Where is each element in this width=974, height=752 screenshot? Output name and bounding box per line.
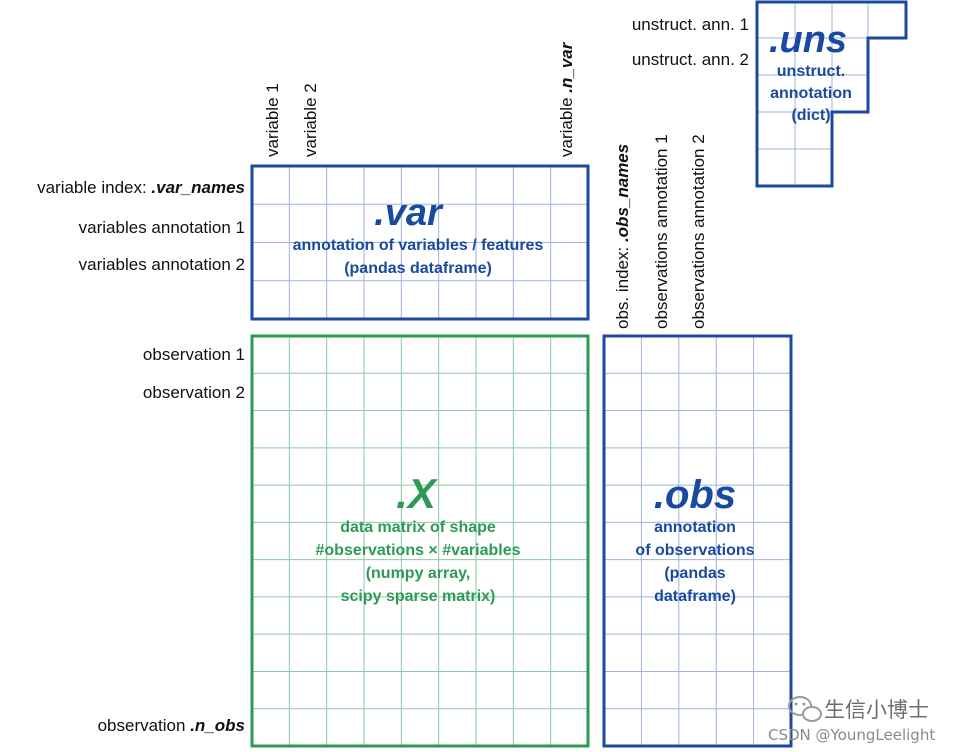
var-box bbox=[250, 164, 590, 321]
x-row-label-n: observation .n_obs bbox=[98, 716, 245, 735]
uns-row-label-2: unstruct. ann. 2 bbox=[632, 50, 749, 69]
obs-desc-4: dataframe) bbox=[654, 588, 736, 605]
obs-col-label-2: observations annotation 2 bbox=[689, 134, 708, 329]
obs-desc-3: (pandas bbox=[664, 565, 725, 582]
var-col-label-n: variable .n_var bbox=[557, 41, 576, 157]
obs-grid bbox=[604, 336, 791, 746]
x-desc-1: data matrix of shape bbox=[340, 519, 496, 536]
obs-desc-2: of observations bbox=[635, 542, 754, 559]
uns-desc-3: (dict) bbox=[791, 107, 830, 124]
var-col-label-2: variable 2 bbox=[301, 83, 320, 157]
uns-box bbox=[755, 0, 908, 188]
var-col-label-1: variable 1 bbox=[263, 83, 282, 157]
var-grid bbox=[252, 166, 588, 319]
wechat-icon bbox=[788, 696, 822, 722]
x-grid bbox=[252, 336, 588, 746]
x-desc-2: #observations × #variables bbox=[316, 542, 521, 559]
watermark-brand: 生信小博士 bbox=[824, 698, 929, 722]
var-desc-2: (pandas dataframe) bbox=[344, 260, 492, 277]
obs-desc-1: annotation bbox=[654, 519, 736, 536]
var-row-label-2: variables annotation 2 bbox=[79, 255, 245, 274]
uns-row-label-1: unstruct. ann. 1 bbox=[632, 15, 749, 34]
watermark-credit: CSDN @YoungLeelight bbox=[768, 726, 935, 744]
x-title: .X bbox=[396, 470, 439, 517]
x-row-label-2: observation 2 bbox=[143, 383, 245, 402]
obs-index-label: obs. index: .obs_names bbox=[613, 144, 632, 329]
obs-box bbox=[602, 334, 793, 748]
var-index-label: variable index: .var_names bbox=[37, 178, 245, 197]
x-desc-4: scipy sparse matrix) bbox=[341, 588, 496, 605]
var-desc-1: annotation of variables / features bbox=[293, 237, 544, 254]
obs-col-label-1: observations annotation 1 bbox=[652, 134, 671, 329]
var-title: .var bbox=[374, 192, 444, 234]
obs-title: .obs bbox=[654, 473, 736, 517]
x-desc-3: (numpy array, bbox=[366, 565, 471, 582]
uns-title: .uns bbox=[769, 19, 847, 61]
x-box bbox=[250, 334, 590, 748]
x-row-label-1: observation 1 bbox=[143, 345, 245, 364]
uns-desc-1: unstruct. bbox=[777, 63, 845, 80]
uns-desc-2: annotation bbox=[770, 85, 852, 102]
var-row-label-1: variables annotation 1 bbox=[79, 218, 245, 237]
